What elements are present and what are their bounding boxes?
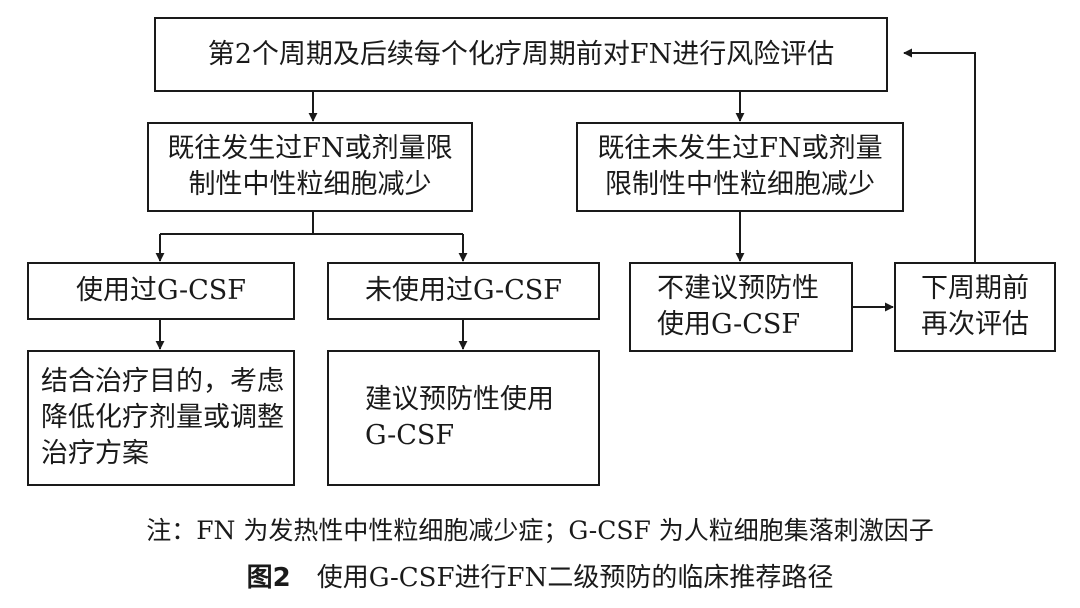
node-reassess-line1: 下周期前 <box>921 273 1029 304</box>
node-no-prior-fn-line2: 限制性中性粒细胞减少 <box>605 169 875 200</box>
node-prior-fn-line1: 既往发生过FN或剂量限 <box>167 133 453 164</box>
node-used-gcsf: 使用过G-CSF <box>27 262 295 320</box>
node-prior-fn-line2: 制性中性粒细胞减少 <box>188 169 432 200</box>
node-no-prophylaxis: 不建议预防性 使用G-CSF <box>629 262 853 352</box>
figure-number: 图2 <box>246 563 291 593</box>
node-risk-assessment: 第2个周期及后续每个化疗周期前对FN进行风险评估 <box>154 17 888 92</box>
node-reassess-line2: 再次评估 <box>921 309 1029 340</box>
node-not-used-gcsf-text: 未使用过G-CSF <box>364 275 563 306</box>
footnote-text: 注：FN 为发热性中性粒细胞减少症；G-CSF 为人粒细胞集落刺激因子 <box>146 516 934 545</box>
figure-caption: 图2 使用G-CSF进行FN二级预防的临床推荐路径 <box>0 557 1080 594</box>
node-prior-fn: 既往发生过FN或剂量限 制性中性粒细胞减少 <box>147 122 473 212</box>
footnote: 注：FN 为发热性中性粒细胞减少症；G-CSF 为人粒细胞集落刺激因子 <box>0 511 1080 547</box>
node-recommend-prophylaxis-line2: G-CSF <box>365 420 455 451</box>
node-adjust-regimen-line1: 结合治疗目的，考虑 <box>41 366 284 397</box>
node-adjust-regimen: 结合治疗目的，考虑 降低化疗剂量或调整 治疗方案 <box>27 350 295 486</box>
figure-title: 使用G-CSF进行FN二级预防的临床推荐路径 <box>316 563 834 593</box>
node-adjust-regimen-line3: 治疗方案 <box>41 438 149 469</box>
node-used-gcsf-text: 使用过G-CSF <box>75 275 247 306</box>
node-recommend-prophylaxis: 建议预防性使用 G-CSF <box>327 350 600 486</box>
node-no-prior-fn-line1: 既往未发生过FN或剂量 <box>597 133 883 164</box>
node-no-prophylaxis-line1: 不建议预防性 <box>657 273 819 304</box>
node-recommend-prophylaxis-line1: 建议预防性使用 <box>365 384 554 415</box>
node-not-used-gcsf: 未使用过G-CSF <box>327 262 600 320</box>
arrow-reassess-loop-back <box>903 48 976 262</box>
node-no-prior-fn: 既往未发生过FN或剂量 限制性中性粒细胞减少 <box>576 122 904 212</box>
node-risk-assessment-text: 第2个周期及后续每个化疗周期前对FN进行风险评估 <box>207 38 835 70</box>
node-no-prophylaxis-line2: 使用G-CSF <box>657 309 801 340</box>
node-reassess: 下周期前 再次评估 <box>894 262 1056 352</box>
node-adjust-regimen-line2: 降低化疗剂量或调整 <box>41 402 284 433</box>
